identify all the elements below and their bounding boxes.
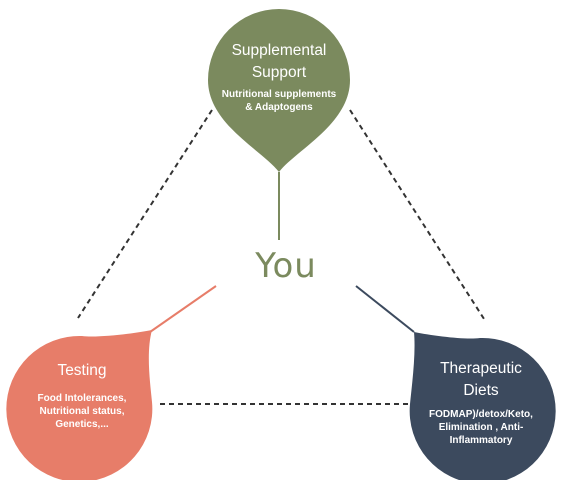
center-label: You	[255, 246, 317, 286]
node-therapeutic-shape	[409, 332, 556, 484]
therapeutic-sub-line1: FODMAP)/detox/Keto,	[429, 409, 533, 420]
node-therapeutic: Therapeutic Diets FODMAP)/detox/Keto, El…	[416, 358, 546, 447]
supplemental-title-line2: Support	[251, 64, 307, 81]
testing-sub-line3: Genetics,...	[55, 419, 109, 430]
connector-testing	[149, 285, 217, 333]
dashed-edge-top-left	[77, 109, 213, 319]
testing-title: Testing	[57, 362, 107, 379]
supplemental-title-line1: Supplemental	[231, 42, 327, 59]
therapeutic-sub-line2: Elimination , Anti-	[438, 422, 524, 433]
therapeutic-title-line1: Therapeutic	[440, 360, 522, 377]
supplemental-sub-line2: & Adaptogens	[245, 102, 313, 113]
dashed-edge-top-right	[349, 109, 487, 323]
testing-sub-line2: Nutritional status,	[39, 406, 125, 417]
node-testing-shape	[6, 330, 153, 482]
node-supplemental-shape	[208, 9, 350, 172]
therapeutic-title-line2: Diets	[463, 382, 499, 399]
supplemental-sub-line1: Nutritional supplements	[221, 89, 337, 100]
therapeutic-sub-line3: Inflammatory	[449, 435, 513, 446]
testing-sub-line1: Food Intolerances,	[37, 393, 127, 404]
node-supplemental: Supplemental Support Nutritional supplem…	[204, 40, 354, 114]
connector-therapeutic	[355, 285, 415, 333]
node-testing: Testing Food Intolerances, Nutritional s…	[20, 360, 144, 431]
